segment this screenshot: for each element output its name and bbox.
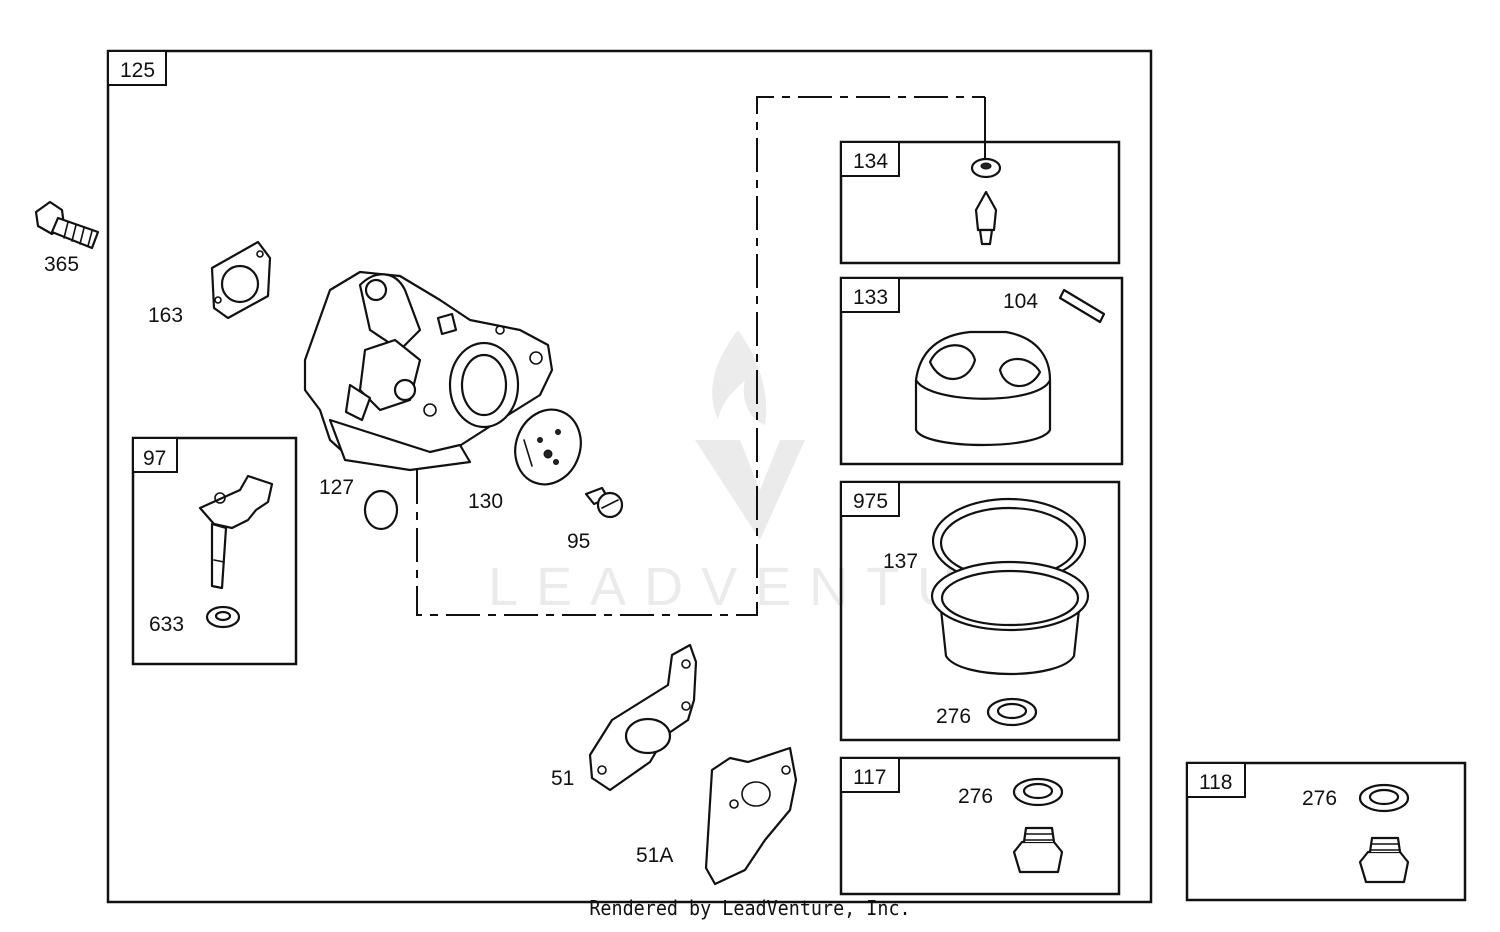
callout-104: 104 xyxy=(1003,290,1038,313)
assembly-box-125 xyxy=(106,49,1153,904)
tag-box-125 xyxy=(107,50,167,86)
tag-box-117 xyxy=(840,757,900,793)
part-975-float-bowl xyxy=(930,560,1090,675)
part-127-plug xyxy=(363,489,399,531)
part-163-gasket xyxy=(210,240,272,320)
part-51a-insulator xyxy=(704,746,798,886)
part-117-bowl-nut xyxy=(1012,826,1064,874)
callout-95: 95 xyxy=(567,530,590,553)
leader-dashdot xyxy=(416,96,985,616)
kit-box-117 xyxy=(839,756,1121,896)
callout-127: 127 xyxy=(319,476,354,499)
kit-box-118 xyxy=(1185,761,1467,902)
callout-51: 51 xyxy=(551,767,574,790)
callout-51a: 51A xyxy=(636,844,673,867)
kit-box-133 xyxy=(839,276,1124,466)
callout-125: 125 xyxy=(120,59,155,82)
part-130-choke-plate xyxy=(514,408,582,486)
callout-134: 134 xyxy=(853,150,888,173)
callout-975: 975 xyxy=(853,490,888,513)
tag-box-134 xyxy=(840,141,900,177)
callout-365: 365 xyxy=(44,253,79,276)
callout-276-c: 276 xyxy=(1302,787,1337,810)
footer-credit: Rendered by LeadVenture, Inc. xyxy=(589,896,911,920)
callout-163: 163 xyxy=(148,304,183,327)
part-97-choke-shaft xyxy=(198,474,274,590)
callout-130: 130 xyxy=(468,490,503,513)
callout-133: 133 xyxy=(853,286,888,309)
part-133-float xyxy=(914,330,1052,447)
callout-633: 633 xyxy=(149,613,184,636)
callout-97: 97 xyxy=(143,447,166,470)
part-365-bolt xyxy=(34,200,100,250)
tag-box-118 xyxy=(1186,762,1246,798)
part-carburetor-body xyxy=(303,270,554,472)
part-51-gasket xyxy=(588,643,698,792)
kit-box-975 xyxy=(839,480,1121,742)
part-95-screw xyxy=(584,486,624,519)
part-118-bowl-nut xyxy=(1358,836,1410,884)
kit-box-97 xyxy=(131,436,298,666)
part-276-washer-a xyxy=(986,697,1038,727)
callout-137: 137 xyxy=(883,550,918,573)
callout-117: 117 xyxy=(853,766,886,789)
part-104-float-pin xyxy=(1058,288,1106,324)
tag-box-975 xyxy=(840,481,900,517)
kit-box-134 xyxy=(839,140,1121,265)
callout-118: 118 xyxy=(1199,771,1232,794)
part-134-needle-seat xyxy=(970,157,1002,179)
callout-276-b: 276 xyxy=(958,785,993,808)
part-633-washer xyxy=(205,605,241,629)
callout-276-a: 276 xyxy=(936,705,971,728)
part-276-washer-c xyxy=(1358,783,1410,813)
tag-box-97 xyxy=(132,437,178,473)
part-276-washer-b xyxy=(1012,777,1064,807)
part-134-inlet-needle xyxy=(974,190,998,246)
tag-box-133 xyxy=(840,277,900,313)
